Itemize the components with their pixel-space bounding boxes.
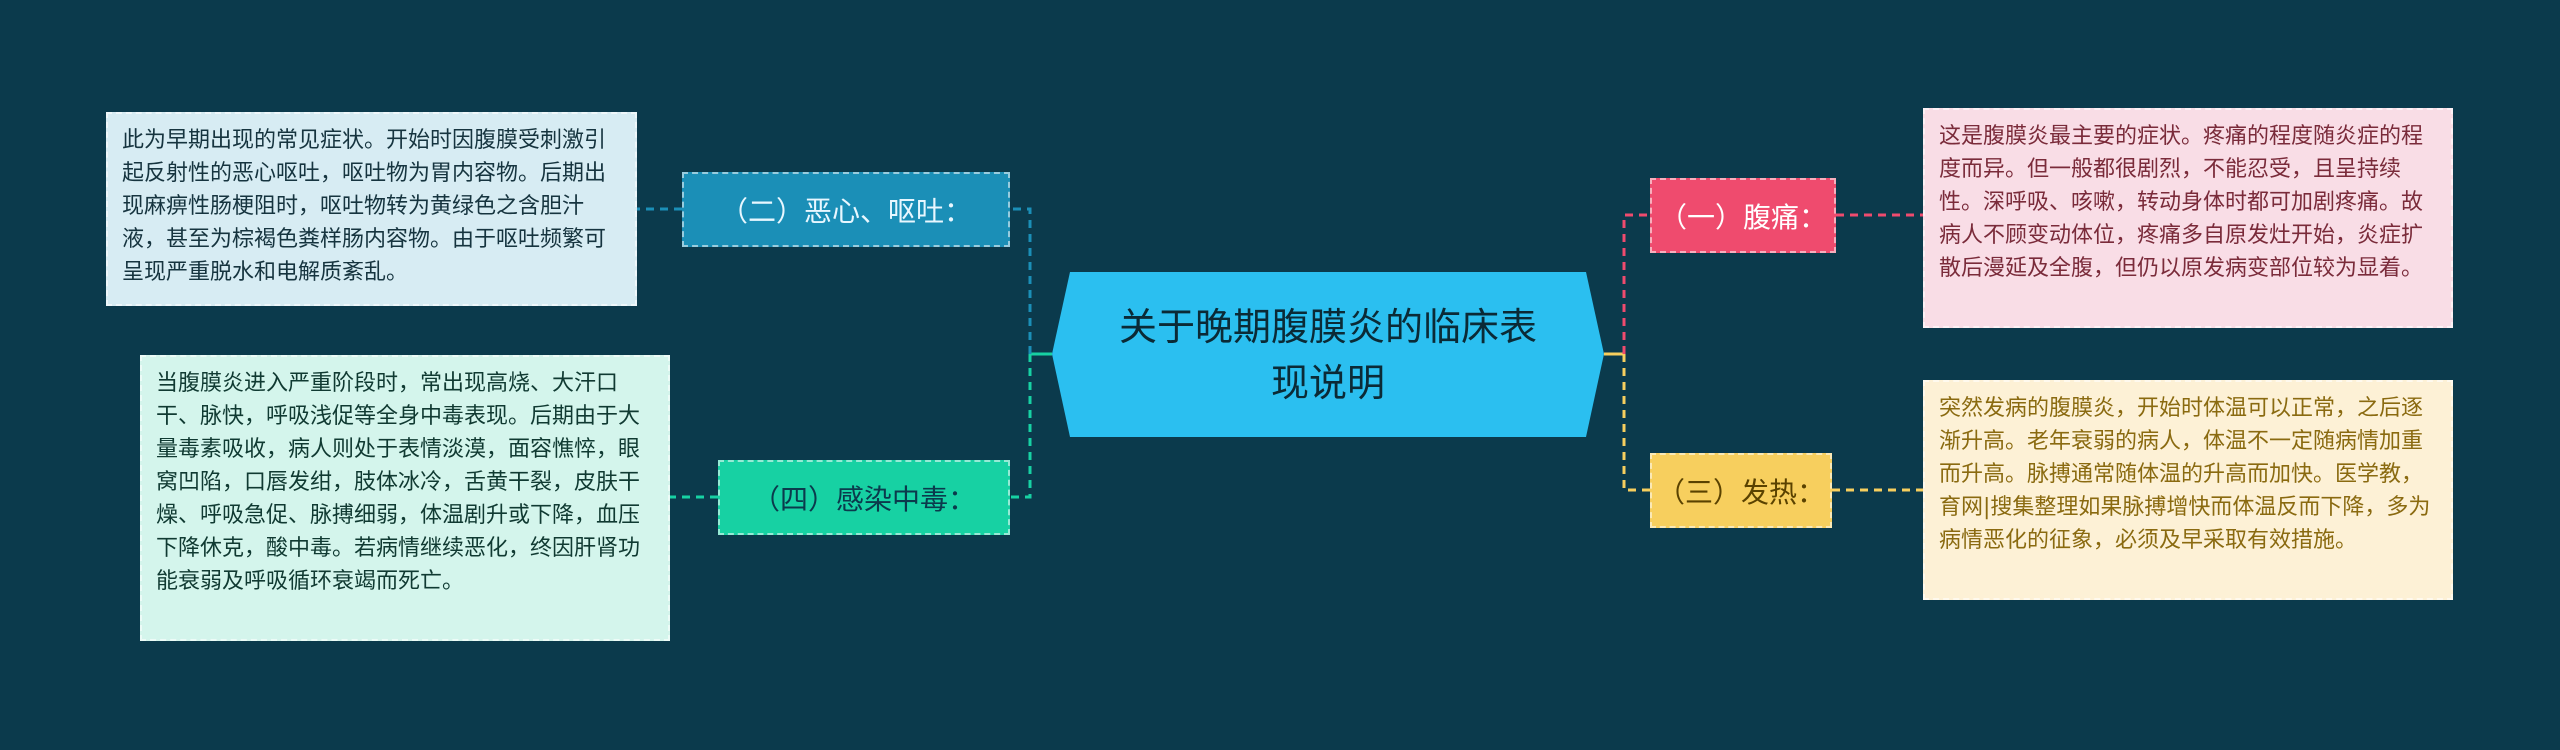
note-nausea-vomiting-text: 此为早期出现的常见症状。开始时因腹膜受刺激引起反射性的恶心呕吐，呕吐物为胃内容物… (122, 128, 607, 285)
connector-right-trunk-1 (1622, 213, 1650, 354)
connector-left-trunk-4 (1010, 354, 1032, 499)
note-abdominal-pain-text: 这是腹膜炎最主要的症状。疼痛的程度随炎症的程度而异。但一般都很剧烈，不能忍受，且… (1939, 124, 2424, 281)
branch-nausea-vomiting-label: （二）恶心、呕吐： (719, 194, 972, 228)
connector-right-trunk-3 (1622, 354, 1650, 492)
note-abdominal-pain: 这是腹膜炎最主要的症状。疼痛的程度随炎症的程度而异。但一般都很剧烈，不能忍受，且… (1923, 108, 2453, 328)
central-topic-shape (1052, 272, 1604, 437)
note-toxemia: 当腹膜炎进入严重阶段时，常出现高烧、大汗口干、脉快，呼吸浅促等全身中毒表现。后期… (140, 355, 670, 641)
note-fever-text: 突然发病的腹膜炎，开始时体温可以正常，之后逐渐升高。老年衰弱的病人，体温不一定随… (1939, 396, 2431, 553)
branch-toxemia-label: （四）感染中毒： (751, 482, 976, 516)
branch-fever-label: （三）发热： (1656, 475, 1825, 509)
branch-abdominal-pain-label: （一）腹痛： (1658, 200, 1827, 234)
branch-nausea-vomiting[interactable]: （二）恶心、呕吐： (682, 172, 1010, 247)
branch-abdominal-pain[interactable]: （一）腹痛： (1650, 178, 1836, 253)
note-toxemia-text: 当腹膜炎进入严重阶段时，常出现高烧、大汗口干、脉快，呼吸浅促等全身中毒表现。后期… (156, 371, 641, 594)
central-topic[interactable]: 关于晚期腹膜炎的临床表现说明 (1052, 272, 1604, 437)
central-topic-title: 关于晚期腹膜炎的临床表现说明 (1118, 304, 1537, 405)
connector-left-trunk-2 (1010, 207, 1032, 354)
branch-fever[interactable]: （三）发热： (1650, 453, 1832, 528)
note-fever: 突然发病的腹膜炎，开始时体温可以正常，之后逐渐升高。老年衰弱的病人，体温不一定随… (1923, 380, 2453, 600)
note-nausea-vomiting: 此为早期出现的常见症状。开始时因腹膜受刺激引起反射性的恶心呕吐，呕吐物为胃内容物… (106, 112, 637, 306)
branch-toxemia[interactable]: （四）感染中毒： (718, 460, 1010, 535)
